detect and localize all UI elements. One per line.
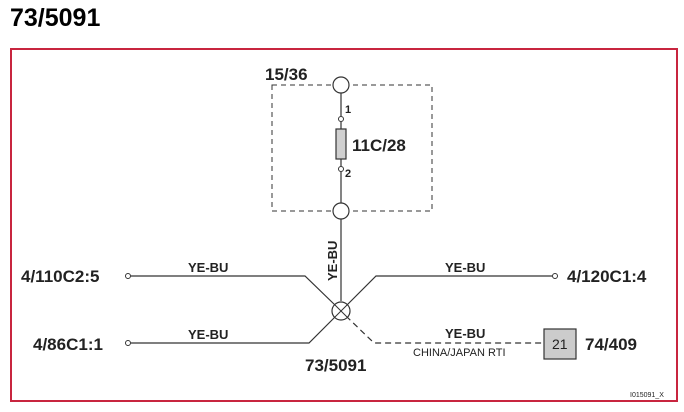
reference-code: I015091_X (630, 392, 664, 399)
bottom-terminal (332, 202, 350, 220)
vertical-wire-color: YE-BU (325, 241, 340, 281)
left-bottom-wire-color: YE-BU (188, 327, 228, 342)
fuse-symbol (335, 128, 347, 160)
diagram-frame (10, 48, 678, 402)
ground-label: 15/36 (265, 65, 308, 84)
right-bottom-connector-label: 74/409 (585, 335, 637, 354)
right-bottom-wire-note: CHINA/JAPAN RTI (413, 347, 506, 359)
left-top-connector-label: 4/110C2:5 (21, 267, 99, 286)
fuse-pin-bottom-label: 2 (345, 168, 351, 180)
left-bottom-connector-label: 4/86C1:1 (33, 335, 103, 354)
left-top-wire-color: YE-BU (188, 260, 228, 275)
right-top-wire-color: YE-BU (445, 260, 485, 275)
left-bottom-pin (125, 340, 131, 346)
left-top-wire (131, 275, 337, 307)
fuse-pin-1 (338, 116, 344, 122)
fuse-pin-2 (338, 166, 344, 172)
right-bottom-wire (345, 315, 544, 344)
left-top-pin (125, 273, 131, 279)
right-top-connector-label: 4/120C1:4 (567, 267, 647, 286)
top-terminal (332, 76, 350, 94)
fuse-pin-top-label: 1 (345, 104, 351, 116)
right-top-pin (552, 273, 558, 279)
right-top-wire (345, 275, 552, 307)
component-box-number: 21 (552, 336, 568, 352)
splice-cross-b (334, 304, 348, 318)
left-bottom-wire (131, 315, 337, 344)
page-title: 73/5091 (10, 4, 101, 32)
component-box (543, 328, 577, 360)
fuse-enclosure (271, 84, 433, 212)
fuse-label: 11C/28 (352, 136, 406, 155)
right-bottom-wire-color: YE-BU (445, 326, 485, 341)
splice-label: 73/5091 (305, 356, 366, 375)
